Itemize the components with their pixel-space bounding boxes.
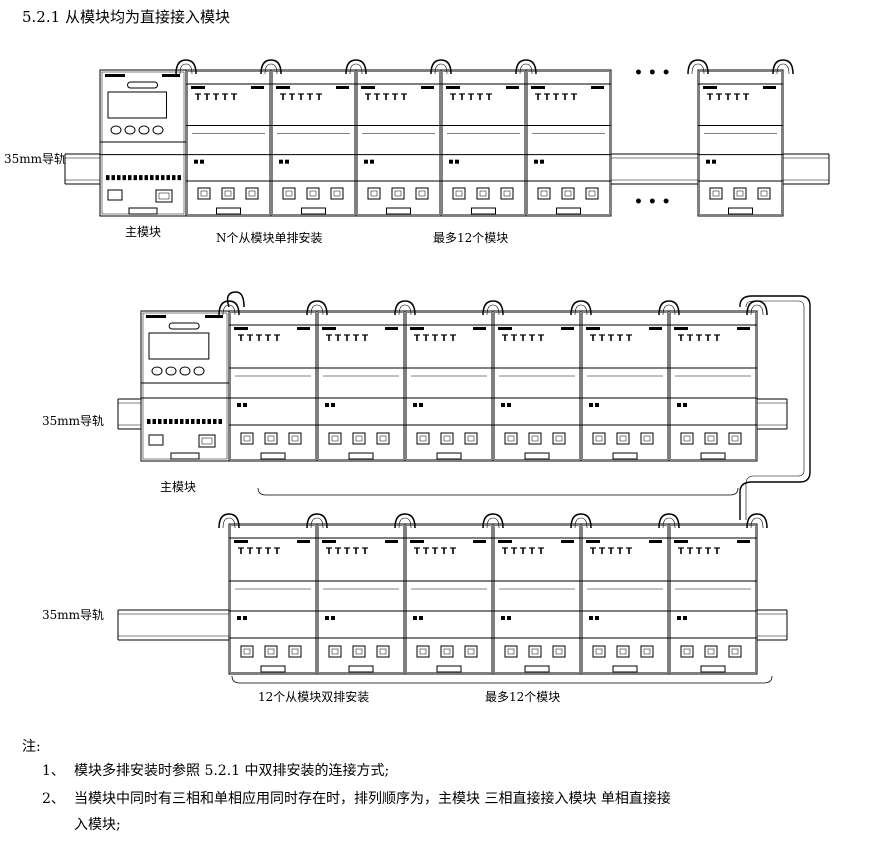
lower-slave-module-row1 [668, 310, 758, 462]
lower-rail-label-bottom: 35mm导轨 [42, 608, 105, 622]
upper-ellipsis-top: • • • [634, 65, 671, 81]
lower-connector-cable [218, 513, 240, 529]
note-item-2-continued: 入模块; [74, 816, 121, 834]
lower-connector-cable [218, 300, 240, 316]
upper-connector-cable [515, 59, 537, 75]
lower-connector-cable [658, 300, 680, 316]
lower-slave-module-row2 [580, 523, 670, 675]
note-text: 当模块中同时有三相和单相应用同时存在时，排列顺序为，主模块 三相直接接入模块 单… [74, 791, 671, 807]
upper-connector-cable [175, 59, 197, 75]
upper-max-label: 最多12个模块 [433, 231, 509, 245]
lower-connector-cable [306, 513, 328, 529]
lower-connector-cable [746, 513, 768, 529]
section-number: 5.2.1 [22, 8, 61, 26]
upper-ellipsis-bottom: • • • [634, 194, 671, 210]
lower-slave-module-row2 [316, 523, 406, 675]
upper-slave-module [355, 69, 442, 217]
upper-slave-module [440, 69, 527, 217]
upper-connector-cable [687, 59, 709, 75]
upper-slave-module [185, 69, 272, 217]
section-title: 5.2.1 从模块均为直接接入模块 [22, 8, 230, 26]
inter-row-cable [739, 295, 811, 520]
lower-connector-cable [394, 513, 416, 529]
note-text: 入模块; [74, 817, 121, 833]
note-item-1: 1、模块多排安装时参照 5.2.1 中双排安装的连接方式; [42, 762, 389, 780]
upper-slave-module [270, 69, 357, 217]
row2-bracket [231, 675, 773, 684]
lower-connector-cable [658, 513, 680, 529]
row1-bracket [257, 487, 739, 496]
lower-slave-module-row2 [228, 523, 318, 675]
lower-connector-cable [306, 300, 328, 316]
upper-slave-module [525, 69, 612, 217]
lower-slave-module-row1 [580, 310, 670, 462]
upper-rail-label: 35mm导轨 [4, 152, 67, 166]
lower-max-label: 最多12个模块 [485, 690, 561, 704]
single-row-label: N个从模块单排安装 [216, 231, 323, 245]
upper-last-slave-module [697, 69, 784, 217]
lower-rail-label-top: 35mm导轨 [42, 414, 105, 428]
lower-slave-module-row2 [492, 523, 582, 675]
double-row-label: 12个从模块双排安装 [258, 690, 370, 704]
lower-slave-module-row1 [316, 310, 406, 462]
notes-heading: 注: [22, 739, 41, 755]
upper-main-module-label: 主模块 [125, 225, 162, 239]
lower-slave-module-row1 [404, 310, 494, 462]
lower-slave-module-row1 [228, 310, 318, 462]
lower-connector-cable [482, 300, 504, 316]
upper-connector-cable [345, 59, 367, 75]
lower-connector-cable [226, 291, 245, 308]
lower-main-module [140, 310, 230, 462]
note-number: 1、 [42, 763, 65, 779]
lower-slave-module-row1 [492, 310, 582, 462]
lower-slave-module-row2 [404, 523, 494, 675]
lower-connector-cable [394, 300, 416, 316]
module-installation-diagram [64, 59, 830, 684]
upper-connector-cable [260, 59, 282, 75]
section-title-text: 从模块均为直接接入模块 [64, 8, 230, 26]
lower-connector-cable [482, 513, 504, 529]
lower-connector-cable [570, 513, 592, 529]
note-number: 2、 [42, 791, 65, 807]
note-item-2: 2、当模块中同时有三相和单相应用同时存在时，排列顺序为，主模块 三相直接接入模块… [42, 790, 671, 808]
lower-slave-module-row2 [668, 523, 758, 675]
note-text: 模块多排安装时参照 5.2.1 中双排安装的连接方式; [74, 763, 390, 779]
upper-main-module [99, 69, 187, 217]
upper-connector-cable [772, 59, 794, 75]
lower-connector-cable [570, 300, 592, 316]
lower-main-module-label: 主模块 [160, 480, 197, 494]
upper-connector-cable [430, 59, 452, 75]
